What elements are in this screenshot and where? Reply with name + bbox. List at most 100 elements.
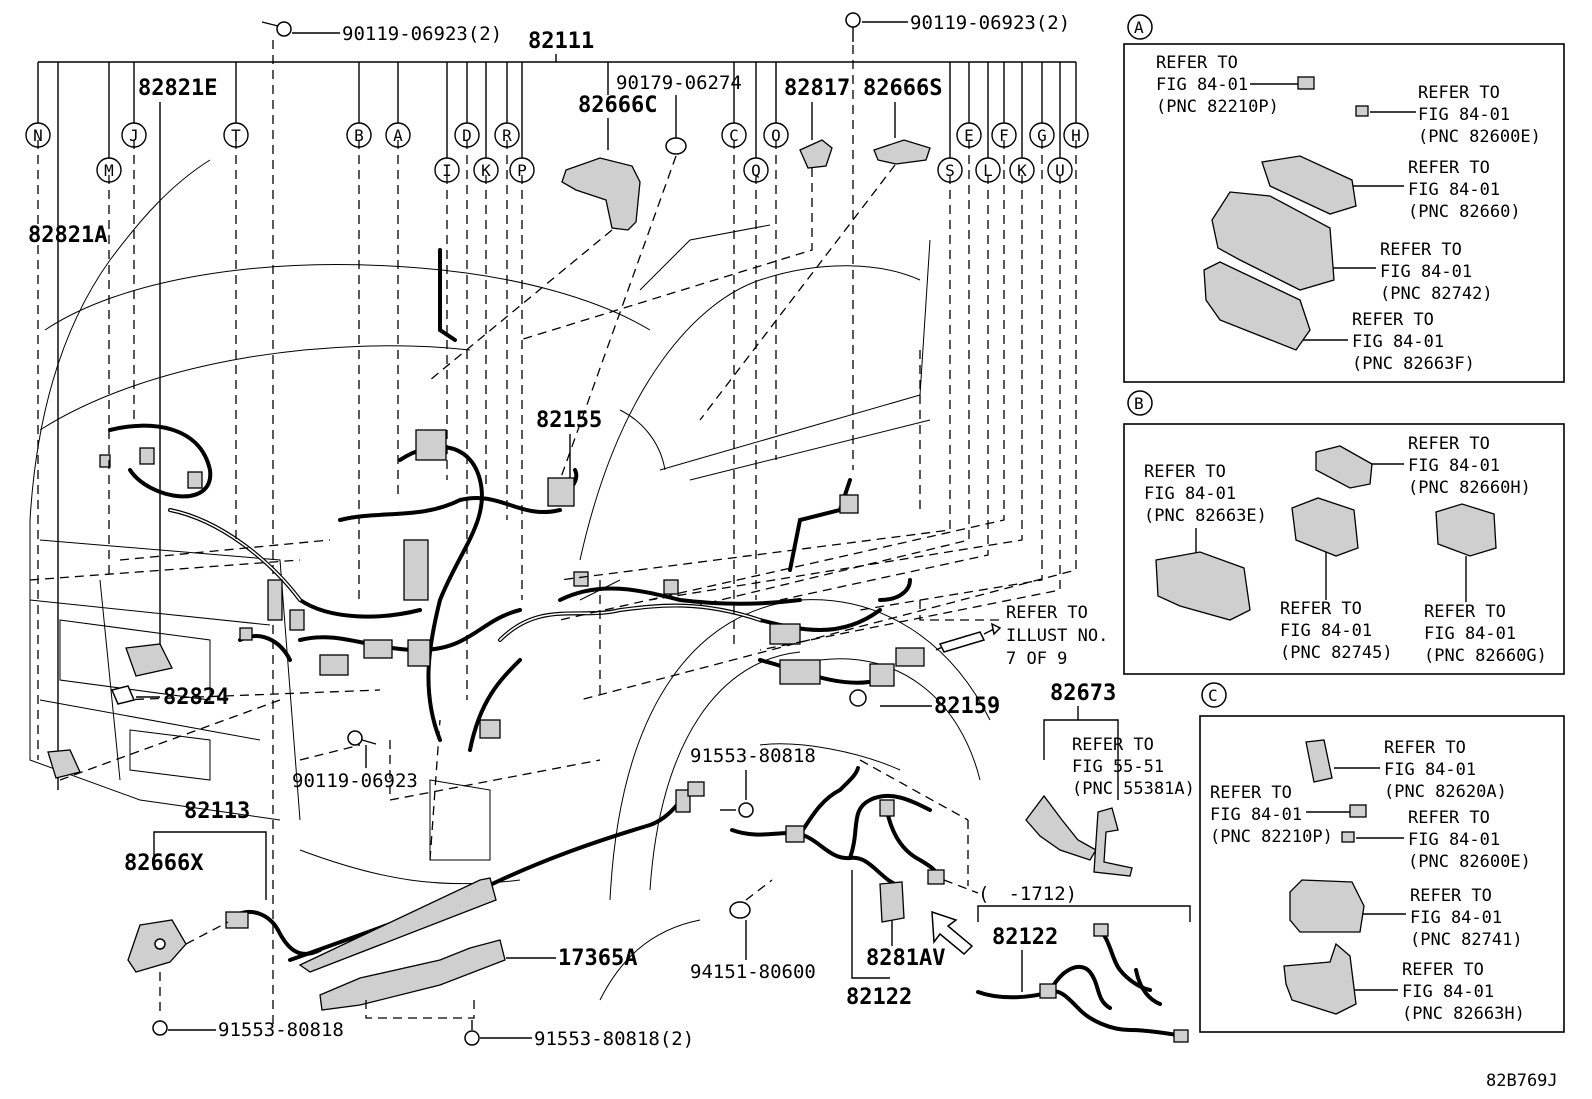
connector-circle-f: F [991,122,1017,148]
connector-circle-label: O [771,126,781,145]
inset-c-ref1-l1: REFER TO [1384,738,1466,758]
inset-a-ref2-l1: REFER TO [1418,83,1500,103]
connector-circle-label: K [481,161,491,180]
inset-a-ref4-l1: REFER TO [1380,240,1462,260]
inset-a-ref4-l2: FIG 84-01 [1380,262,1472,282]
inset-a-ref3-l3: (PNC 82660) [1408,202,1521,222]
inset-c-ref2-l2: FIG 84-01 [1210,805,1302,825]
bracket-82666X [127,919,187,973]
inset-b-label: B [1134,394,1144,413]
inset-b-ref3-l1: REFER TO [1280,599,1362,619]
inset-a-ref5-l2: FIG 84-01 [1352,332,1444,352]
label-82673: 82673 [1050,681,1116,706]
refer-illust-line-2: ILLUST NO. [1006,626,1108,646]
label-82113: 82113 [184,799,250,824]
label-90179-06274: 90179-06274 [616,72,742,94]
inset-c-ref1-l2: FIG 84-01 [1384,760,1476,780]
harness-connectors [99,429,973,739]
inset-b-ref1-l2: FIG 84-01 [1144,484,1236,504]
inset-c-ref4-l2: FIG 84-01 [1410,908,1502,928]
refer-fig55-line-3: (PNC 55381A) [1072,779,1195,799]
clip-82666S [873,139,931,165]
bolt-90119-top-left: 90119-06923(2) [261,21,502,1030]
label-94151-80600: 94151-80600 [690,961,816,983]
connector-circle-label: J [129,126,139,145]
label-82666X: 82666X [124,851,203,876]
inset-c-ref5-l3: (PNC 82663H) [1402,1004,1525,1024]
inset-c-ref3-l1: REFER TO [1408,808,1490,828]
label-91553-left: 91553-80818 [218,1019,344,1041]
label-82155: 82155 [536,408,602,433]
connector-circle-label: H [1071,126,1081,145]
connector-circle-d: D [454,122,480,148]
sheet-code: 82B769J [1486,1071,1558,1091]
connector-circle-l: L [975,157,1001,183]
bracket-82673-group: 82673 REFER TO FIG 55-51 (PNC 55381A) [1025,681,1195,877]
inset-b-ref3-l2: FIG 84-01 [1280,621,1372,641]
connector-circle-label: P [517,161,527,180]
bolt-91553-center: 91553-80818(2) [464,1020,694,1050]
connector-circle-label: A [393,126,403,145]
refer-illust-line-1: REFER TO [1006,603,1088,623]
inset-a-ref5-l3: (PNC 82663F) [1352,354,1475,374]
inset-b-ref2-l1: REFER TO [1408,434,1490,454]
inset-b-ref3-l3: (PNC 82745) [1280,643,1393,663]
label-17365A: 17365A [558,946,637,971]
inset-b-ref4-l3: (PNC 82660G) [1424,646,1547,666]
inset-c-ref1-l3: (PNC 82620A) [1384,782,1507,802]
connector-circle-label: N [33,126,43,145]
inset-b-ref1-l3: (PNC 82663E) [1144,506,1267,526]
inset-a-ref2-l3: (PNC 82600E) [1418,127,1541,147]
view-arrow [931,910,974,956]
inset-c-ref4-l3: (PNC 82741) [1410,930,1523,950]
connector-circle-label: K [1017,161,1027,180]
connector-circle-label: U [1055,161,1065,180]
inset-b-ref2-l3: (PNC 82660H) [1408,478,1531,498]
label-90119-top-center: 90119-06923(2) [910,12,1070,34]
connector-circle-label: M [104,161,114,180]
label-82122-main: 82122 [846,985,912,1010]
label-82817: 82817 [784,76,850,101]
label-82821E: 82821E [138,76,217,101]
inset-c-ref5-l1: REFER TO [1402,960,1484,980]
grommet-94151-80600: 94151-80600 [690,901,816,983]
connector-circle-a: A [385,122,411,148]
label-82122-detail: 82122 [992,925,1058,950]
connector-circle-label: Q [751,161,761,180]
connector-circle-label: D [462,126,472,145]
inset-b-ref4-l2: FIG 84-01 [1424,624,1516,644]
bolt-91553-left: 91553-80818 [152,1019,344,1041]
connector-circle-label: L [983,161,993,180]
clip-82817 [799,139,833,169]
inset-b-ref1-l1: REFER TO [1144,462,1226,482]
screw-refer-illust [938,622,1002,653]
inset-c-ref3-l3: (PNC 82600E) [1408,852,1531,872]
inset-a-ref1-l3: (PNC 82210P) [1156,97,1279,117]
label-91553-center: 91553-80818(2) [534,1028,694,1050]
label-91553-right: 91553-80818 [690,745,816,767]
connector-circle-p: P [509,157,535,183]
inset-a-ref4-l3: (PNC 82742) [1380,284,1493,304]
inset-c-ref2-l1: REFER TO [1210,783,1292,803]
connector-circle-label: E [964,126,974,145]
protector-17365A: 17365A [319,939,637,1011]
connector-circle-label: F [999,126,1009,145]
bolt-91553-right [720,802,754,818]
clip-82821E [125,643,173,677]
harness-82122-main [730,766,945,923]
connector-circle-n: N [25,122,51,148]
clip-82666C [561,157,641,231]
harness-82122-detail [976,923,1189,1043]
inset-c: C REFER TO FIG 84-01 (PNC 82620A) REFER … [1199,682,1565,1033]
inset-c-ref2-l3: (PNC 82210P) [1210,827,1333,847]
clip-82821A [47,749,81,779]
refer-illust-line-3: 7 OF 9 [1006,649,1067,669]
inset-a: A REFER TO FIG 84-01 (PNC 82210P) REFER … [1123,14,1565,383]
label-82821A: 82821A [28,223,107,248]
inset-b-ref2-l2: FIG 84-01 [1408,456,1500,476]
connector-circle-j: J [121,122,147,148]
label-90119-lower: 90119-06923 [292,770,418,792]
label-8281AV: 8281AV [866,946,945,971]
inset-a-ref3-l1: REFER TO [1408,158,1490,178]
